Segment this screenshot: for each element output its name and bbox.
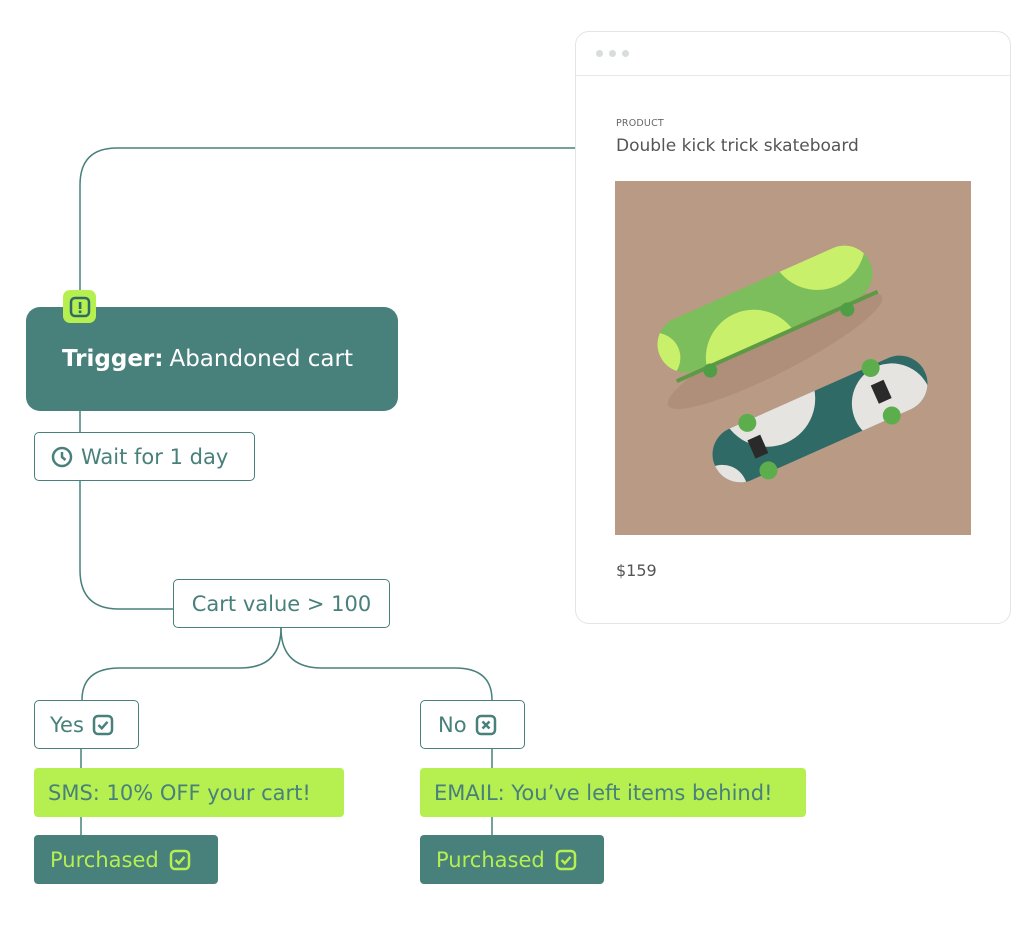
branch-no-label: No — [438, 712, 467, 737]
trigger-label: Abandoned cart — [169, 346, 353, 372]
email-action-node[interactable]: EMAIL: You’ve left items behind! — [420, 768, 806, 817]
wait-node[interactable]: Wait for 1 day — [34, 432, 255, 481]
branch-no-node[interactable]: No — [420, 700, 525, 749]
branch-yes-node[interactable]: Yes — [34, 700, 139, 749]
product-card: PRODUCT Double kick trick skateboard — [575, 31, 1011, 624]
wait-label: Wait for 1 day — [81, 444, 229, 469]
checkbox-check-icon — [555, 849, 577, 871]
purchased-yes-node[interactable]: Purchased — [34, 835, 218, 884]
alert-icon — [63, 290, 96, 323]
window-dot — [596, 50, 603, 57]
purchased-label: Purchased — [436, 847, 545, 872]
product-image — [615, 181, 971, 535]
product-price: $159 — [616, 561, 657, 580]
checkbox-x-icon — [475, 714, 497, 736]
purchased-no-node[interactable]: Purchased — [420, 835, 604, 884]
condition-label: Cart value > 100 — [191, 591, 372, 616]
branch-yes-label: Yes — [50, 712, 84, 737]
condition-node[interactable]: Cart value > 100 — [173, 579, 390, 628]
sms-action-node[interactable]: SMS: 10% OFF your cart! — [34, 768, 344, 817]
product-title: Double kick trick skateboard — [616, 136, 859, 156]
purchased-label: Purchased — [50, 847, 159, 872]
trigger-node[interactable]: Trigger: Abandoned cart — [26, 307, 398, 411]
clock-icon — [51, 446, 73, 468]
window-dot — [609, 50, 616, 57]
product-label: PRODUCT — [616, 118, 664, 129]
email-action-label: EMAIL: You’ve left items behind! — [434, 780, 773, 805]
checkbox-check-icon — [92, 714, 114, 736]
trigger-label-bold: Trigger: — [62, 346, 164, 372]
checkbox-check-icon — [169, 849, 191, 871]
window-titlebar — [576, 32, 1010, 76]
window-dot — [622, 50, 629, 57]
sms-action-label: SMS: 10% OFF your cart! — [48, 780, 311, 805]
